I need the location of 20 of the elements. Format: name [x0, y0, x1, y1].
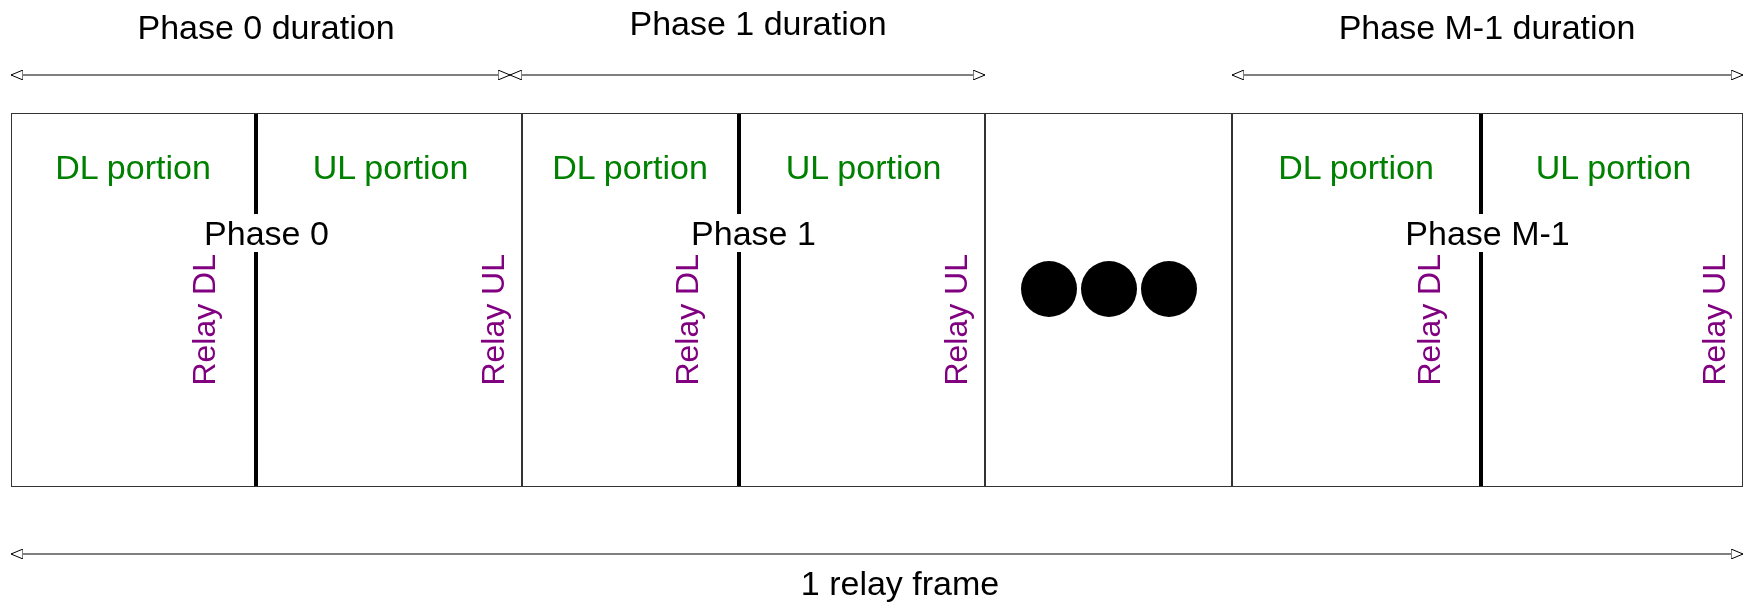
- relay-label: Relay DL: [1413, 254, 1445, 386]
- relay-label: Relay DL: [188, 254, 220, 386]
- phase-box: [11, 113, 522, 487]
- portion-label: DL portion: [551, 148, 709, 187]
- relay-label: Relay UL: [477, 254, 509, 386]
- portion-label: UL portion: [1534, 148, 1693, 187]
- relay-label: Relay UL: [940, 254, 972, 386]
- phase-box: [522, 113, 985, 487]
- relay-label: Relay DL: [671, 254, 703, 386]
- portion-label: UL portion: [311, 148, 470, 187]
- gap-box: [985, 113, 1232, 487]
- dimension-label: Phase 0 duration: [137, 8, 395, 47]
- portion-label: DL portion: [1277, 148, 1435, 187]
- dimension-label: Phase 1 duration: [629, 4, 887, 43]
- portion-label: DL portion: [54, 148, 212, 187]
- dimension-label: 1 relay frame: [800, 564, 1000, 603]
- phase-box: [1232, 113, 1743, 487]
- relay-label: Relay UL: [1698, 254, 1730, 386]
- dimension-label: Phase M-1 duration: [1338, 8, 1636, 47]
- portion-label: UL portion: [784, 148, 943, 187]
